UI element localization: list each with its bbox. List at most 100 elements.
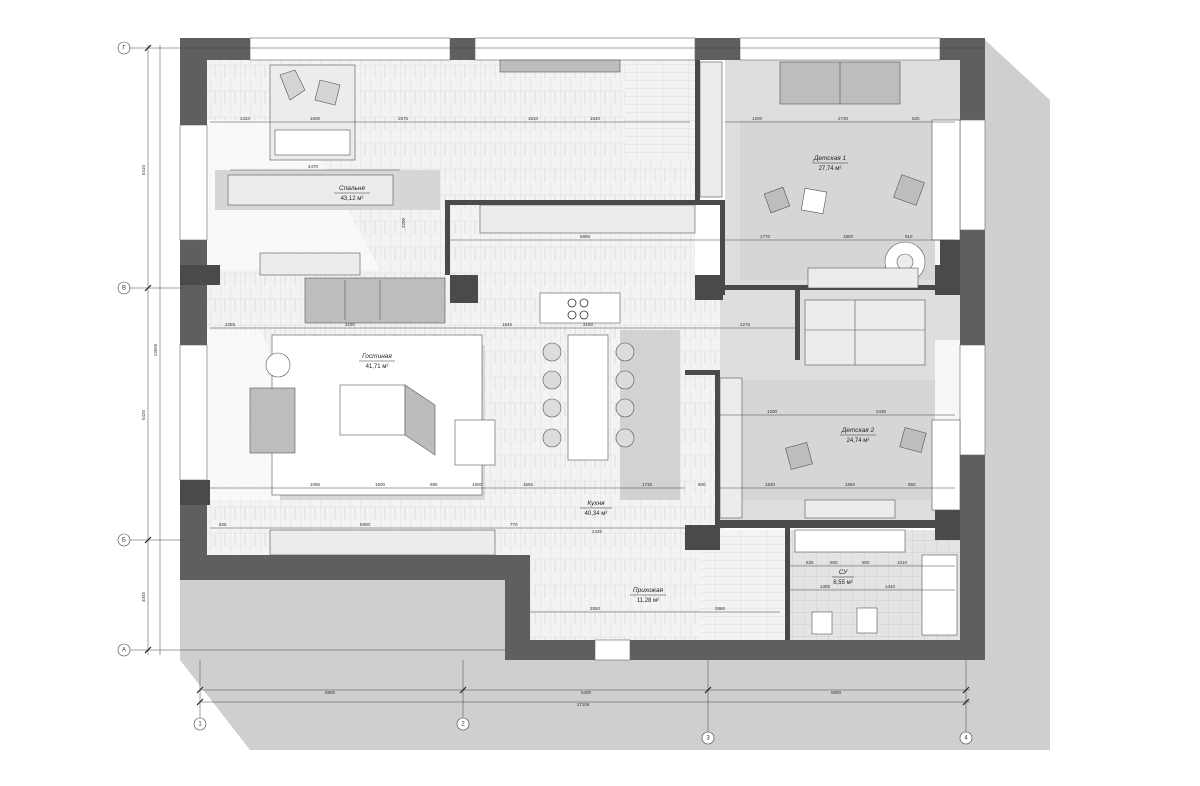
interior-dimensions: 1410 1600 2575 1810 1640 4470 2200 1200 … xyxy=(210,116,955,613)
svg-text:600: 600 xyxy=(698,482,706,487)
room-area: 8,55 м² xyxy=(833,580,852,586)
axis-col-4: 4 xyxy=(959,731,973,745)
dim-left-mid: 5425 xyxy=(141,409,146,420)
svg-text:1410: 1410 xyxy=(240,116,251,121)
svg-text:2575: 2575 xyxy=(398,116,409,121)
svg-text:500: 500 xyxy=(862,560,870,565)
svg-text:885: 885 xyxy=(430,482,438,487)
room-name: Прихожая xyxy=(633,587,664,594)
svg-text:770: 770 xyxy=(510,522,518,527)
room-area: 24,74 м² xyxy=(847,438,870,444)
room-kids2: Детская 2 24,74 м² xyxy=(840,427,876,444)
svg-text:1010: 1010 xyxy=(897,560,908,565)
svg-text:1800: 1800 xyxy=(472,482,483,487)
svg-text:2850: 2850 xyxy=(590,606,601,611)
room-area: 27,74 м² xyxy=(819,166,842,172)
svg-text:В: В xyxy=(122,286,126,292)
bathroom-fixtures xyxy=(794,529,958,636)
dim-left-top: 5410 xyxy=(141,164,146,175)
kitchen-furniture xyxy=(479,204,696,461)
svg-text:2150: 2150 xyxy=(583,322,594,327)
svg-text:850: 850 xyxy=(908,482,916,487)
dining-chairs xyxy=(542,342,635,448)
dim-bottom-seg3: 5800 xyxy=(831,690,842,695)
dim-left-overall: 13565 xyxy=(153,343,158,356)
svg-text:Г: Г xyxy=(122,46,126,52)
svg-text:1600: 1600 xyxy=(375,482,386,487)
axis-row-v: В xyxy=(117,281,131,295)
svg-text:620: 620 xyxy=(912,116,920,121)
svg-text:1: 1 xyxy=(198,722,202,728)
svg-text:3: 3 xyxy=(706,736,710,742)
svg-text:1640: 1640 xyxy=(590,116,601,121)
living-furniture xyxy=(249,252,496,556)
room-labels: Спальня 43,12 м² Детская 1 27,74 м² Гост… xyxy=(334,155,876,604)
svg-text:А: А xyxy=(122,648,126,654)
overall-dimensions: 5900 5400 5800 17105 5410 5425 13565 334… xyxy=(141,164,842,707)
room-area: 11,28 м² xyxy=(637,598,659,604)
svg-text:1085: 1085 xyxy=(310,482,321,487)
svg-text:910: 910 xyxy=(905,234,913,239)
svg-text:1810: 1810 xyxy=(528,116,539,121)
room-bath: СУ 8,55 м² xyxy=(832,569,854,586)
room-kitchen: Кухня 40,34 м² xyxy=(580,500,612,517)
svg-text:1645: 1645 xyxy=(502,322,513,327)
svg-text:1735: 1735 xyxy=(642,482,653,487)
building-shadow xyxy=(180,40,1050,750)
axis-col-2: 2 xyxy=(456,717,470,731)
axis-markers: Г В Б А 1 2 3 4 xyxy=(117,41,973,745)
svg-text:2: 2 xyxy=(461,722,465,728)
axis-col-1: 1 xyxy=(193,717,207,731)
svg-text:2860: 2860 xyxy=(715,606,726,611)
svg-text:1200: 1200 xyxy=(767,409,778,414)
svg-text:2730: 2730 xyxy=(838,116,849,121)
svg-text:1800: 1800 xyxy=(843,234,854,239)
room-area: 41,71 м² xyxy=(366,364,389,370)
svg-text:1770: 1770 xyxy=(760,234,771,239)
room-name: СУ xyxy=(839,569,848,576)
svg-text:600: 600 xyxy=(830,560,838,565)
svg-text:1960: 1960 xyxy=(845,482,856,487)
svg-text:3190: 3190 xyxy=(345,322,356,327)
room-living: Гостиная 41,71 м² xyxy=(359,353,395,370)
room-name: Детская 1 xyxy=(813,155,847,162)
room-kids1: Детская 1 27,74 м² xyxy=(812,155,848,172)
room-area: 43,12 м² xyxy=(341,196,364,202)
room-name: Кухня xyxy=(587,500,605,507)
exterior-walls xyxy=(179,37,986,661)
room-name: Спальня xyxy=(339,185,365,192)
room-area: 40,34 м² xyxy=(585,511,608,517)
kids1-furniture xyxy=(699,61,961,289)
svg-text:1565: 1565 xyxy=(523,482,534,487)
svg-text:4: 4 xyxy=(964,736,968,742)
svg-text:2200: 2200 xyxy=(401,217,406,228)
room-name: Гостиная xyxy=(362,353,392,360)
svg-text:625: 625 xyxy=(219,522,227,527)
kids2-furniture xyxy=(719,299,961,519)
svg-text:1440: 1440 xyxy=(885,584,896,589)
svg-text:1200: 1200 xyxy=(752,116,763,121)
axis-row-b: Б xyxy=(117,533,131,547)
dimension-lines xyxy=(120,44,985,735)
axis-col-3: 3 xyxy=(701,731,715,745)
svg-text:2255: 2255 xyxy=(225,322,236,327)
svg-text:825: 825 xyxy=(806,560,814,565)
dim-bottom-seg1: 5900 xyxy=(325,690,336,695)
bedroom-furniture xyxy=(227,59,621,206)
svg-text:1930: 1930 xyxy=(765,482,776,487)
svg-text:6885: 6885 xyxy=(580,234,591,239)
svg-text:1395: 1395 xyxy=(820,584,831,589)
axis-row-g: Г xyxy=(117,41,131,55)
room-hall: Прихожая 11,28 м² xyxy=(630,587,666,604)
svg-text:Б: Б xyxy=(122,538,126,544)
room-bedroom: Спальня 43,12 м² xyxy=(334,185,370,202)
svg-text:5800: 5800 xyxy=(360,522,371,527)
svg-text:2275: 2275 xyxy=(740,322,751,327)
dim-left-bottom: 3345 xyxy=(141,591,146,602)
dim-bottom-total: 17105 xyxy=(577,702,590,707)
svg-text:3435: 3435 xyxy=(876,409,887,414)
dim-bottom-seg2: 5400 xyxy=(581,690,592,695)
svg-text:2435: 2435 xyxy=(592,529,603,534)
axis-row-a: А xyxy=(117,643,131,657)
